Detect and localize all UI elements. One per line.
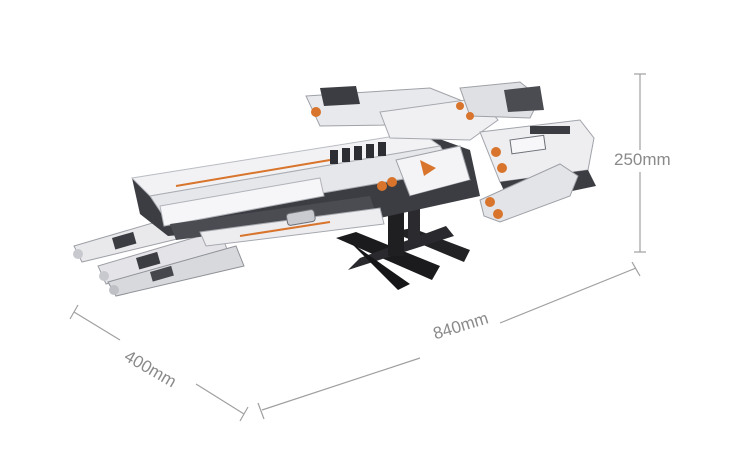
- engine-module: [377, 119, 596, 223]
- length-tick-right: [631, 261, 641, 277]
- length-line-right: [499, 267, 637, 324]
- length-tick-left: [257, 402, 265, 420]
- upper-deck: [305, 81, 544, 141]
- height-dimension-label: 250mm: [611, 150, 674, 170]
- width-line-upper: [73, 311, 121, 341]
- main-hull: [130, 131, 480, 247]
- width-tick-bottom: [239, 406, 249, 422]
- dimension-lines: [69, 73, 646, 422]
- width-line-lower: [195, 383, 245, 415]
- length-line-left: [261, 357, 421, 411]
- width-tick-top: [69, 304, 79, 320]
- bridge-tower: [395, 145, 474, 206]
